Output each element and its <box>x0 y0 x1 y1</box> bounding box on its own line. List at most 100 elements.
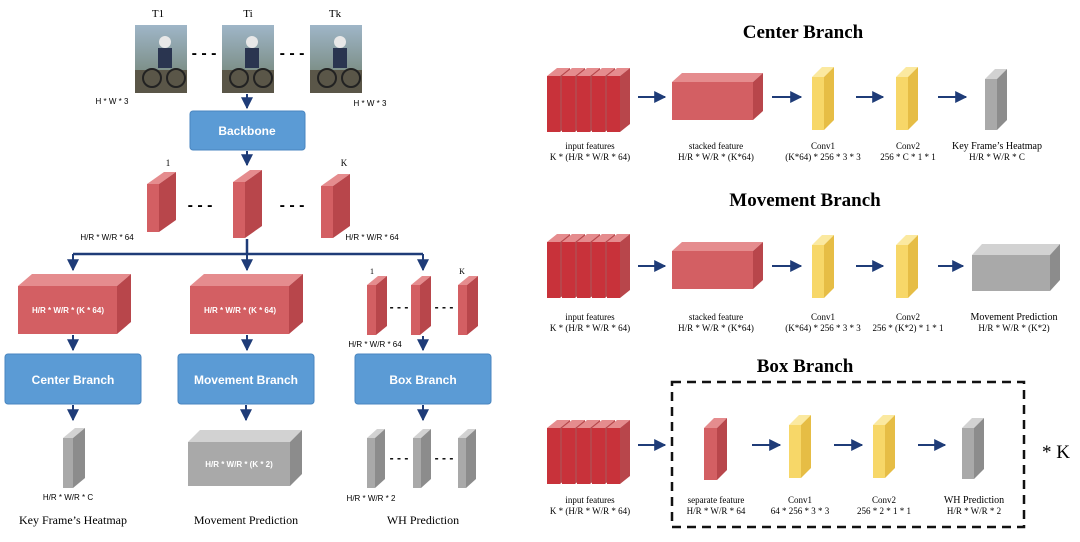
box-feature-dots-2: - - - <box>435 300 454 314</box>
box-conv1-block <box>789 415 811 478</box>
frame-feature-k <box>321 174 350 238</box>
frame-t1-label: T1 <box>152 8 164 20</box>
box-feature-i <box>411 276 431 335</box>
center-input-dims: K * (H/R * W/R * 64) <box>550 152 630 162</box>
movement-branch-label: Movement Branch <box>194 373 298 387</box>
movement-input-label: input features <box>565 312 615 322</box>
center-conv2-label: Conv2 <box>896 141 920 151</box>
frame-ti-label: Ti <box>243 8 252 20</box>
movement-panel-title: Movement Branch <box>729 190 881 211</box>
center-input-features <box>547 68 630 132</box>
frame-dims-left: H * W * 3 <box>96 97 129 106</box>
center-conv1-label: Conv1 <box>811 141 835 151</box>
movement-conv2-label: Conv2 <box>896 312 920 322</box>
center-stacked-dims: H/R * W/R * (K*64) <box>678 152 754 162</box>
wh-output-dots-2: - - - <box>435 451 454 465</box>
box-feature-k <box>458 276 478 335</box>
box-feature-first-index: 1 <box>370 267 374 276</box>
feature-dots-2: - - - <box>280 197 305 214</box>
box-feature-dots-1: - - - <box>390 300 409 314</box>
box-branch-box <box>354 353 492 405</box>
frame-dots-2: - - - <box>280 45 305 62</box>
box-separate-label: separate feature <box>688 495 745 505</box>
stacked-center-dims: H/R * W/R * (K * 64) <box>32 306 104 315</box>
heatmap-output-dims: H/R * W/R * C <box>43 493 93 502</box>
center-stacked-label: stacked feature <box>689 141 743 151</box>
frame-tk-label: Tk <box>329 8 342 20</box>
movement-prediction-block <box>972 244 1060 291</box>
box-conv2-dims: 256 * 2 * 1 * 1 <box>857 506 911 516</box>
box-wh-block <box>962 418 984 479</box>
frame-dims-right: H * W * 3 <box>354 99 387 108</box>
movement-conv1-dims: (K*64) * 256 * 3 * 3 <box>785 323 861 333</box>
box-repeat-region <box>670 380 1026 529</box>
wh-output-dims: H/R * W/R * 2 <box>347 494 396 503</box>
wh-output-k <box>458 429 476 488</box>
heatmap-output-label: Key Frame’s Heatmap <box>19 513 127 527</box>
center-conv2-dims: 256 * C * 1 * 1 <box>880 152 936 162</box>
box-conv1-dims: 64 * 256 * 3 * 3 <box>771 506 830 516</box>
box-wh-label: WH Prediction <box>944 495 1004 506</box>
movement-output-dims: H/R * W/R * (K * 2) <box>205 460 273 469</box>
box-wh-dims: H/R * W/R * 2 <box>947 506 1001 516</box>
box-conv2-block <box>873 415 895 478</box>
box-branch-label: Box Branch <box>389 373 456 387</box>
box-conv2-label: Conv2 <box>872 495 896 505</box>
box-input-label: input features <box>565 495 615 505</box>
movement-input-dims: K * (H/R * W/R * 64) <box>550 323 630 333</box>
stacked-movement-dims: H/R * W/R * (K * 64) <box>204 306 276 315</box>
feature-dims-left: H/R * W/R * 64 <box>80 233 134 242</box>
center-conv1-block <box>812 67 834 130</box>
box-separate-dims: H/R * W/R * 64 <box>687 506 746 516</box>
movement-output-block <box>188 430 302 486</box>
movement-stacked-dims: H/R * W/R * (K*64) <box>678 323 754 333</box>
heatmap-output-block <box>63 428 85 488</box>
frame-feature-1 <box>147 172 176 232</box>
box-separate-feature <box>704 418 727 480</box>
center-branch-box <box>4 353 142 405</box>
wh-output-i <box>413 429 431 488</box>
box-feature-last-index: K <box>459 267 465 276</box>
frame-tk-image <box>310 25 362 93</box>
box-input-dims: K * (H/R * W/R * 64) <box>550 506 630 516</box>
movement-stacked-label: stacked feature <box>689 312 743 322</box>
movement-stacked-feature <box>672 242 763 289</box>
movement-input-features <box>547 234 630 298</box>
movement-prediction-label: Movement Prediction <box>971 312 1058 323</box>
movement-prediction-dims: H/R * W/R * (K*2) <box>978 323 1049 333</box>
backbone-box <box>189 110 306 151</box>
box-feature-1 <box>367 276 387 335</box>
frame-feature-i <box>233 170 262 238</box>
feature-first-index: 1 <box>166 158 171 168</box>
center-conv1-dims: (K*64) * 256 * 3 * 3 <box>785 152 861 162</box>
stacked-feature-movement <box>190 274 303 334</box>
center-branch-label: Center Branch <box>32 373 115 387</box>
movement-conv1-label: Conv1 <box>811 312 835 322</box>
center-conv2-block <box>896 67 918 130</box>
backbone-label: Backbone <box>218 124 276 138</box>
wh-output-label: WH Prediction <box>387 513 459 527</box>
movement-conv2-block <box>896 235 918 298</box>
box-panel-title: Box Branch <box>757 356 854 377</box>
frame-dots-1: - - - <box>192 45 217 62</box>
center-heatmap-dims: H/R * W/R * C <box>969 152 1025 162</box>
movement-conv2-dims: 256 * (K*2) * 1 * 1 <box>873 323 944 333</box>
box-times-k: * K <box>1042 442 1070 463</box>
center-input-label: input features <box>565 141 615 151</box>
stacked-feature-center <box>18 274 131 334</box>
movement-conv1-block <box>812 235 834 298</box>
movement-branch-box <box>177 353 315 405</box>
center-panel-title: Center Branch <box>743 22 864 43</box>
center-heatmap-block <box>985 69 1007 130</box>
feature-dims-right: H/R * W/R * 64 <box>345 233 399 242</box>
box-conv1-label: Conv1 <box>788 495 812 505</box>
box-feature-dims: H/R * W/R * 64 <box>348 340 402 349</box>
frame-ti-image <box>222 25 274 93</box>
movement-output-label: Movement Prediction <box>194 513 298 527</box>
feature-dots-1: - - - <box>188 197 213 214</box>
center-stacked-feature <box>672 73 763 120</box>
frame-t1-image <box>135 25 187 93</box>
center-heatmap-label: Key Frame’s Heatmap <box>952 141 1042 152</box>
wh-output-1 <box>367 429 385 488</box>
